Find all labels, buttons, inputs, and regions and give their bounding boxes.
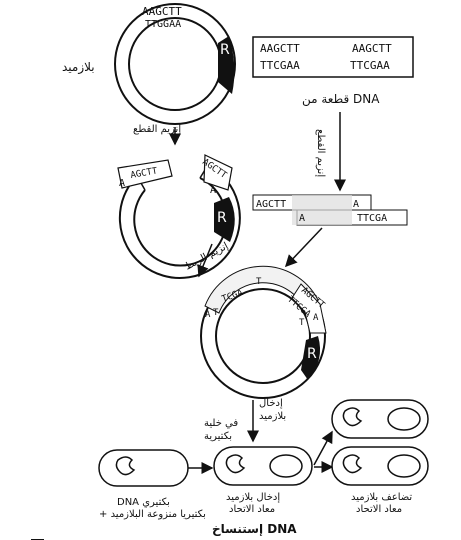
bacterium-empty-cell xyxy=(98,449,189,487)
fragment-right-top: AAGCTT xyxy=(352,42,392,55)
bacteria-label1: DNA بكتيري xyxy=(117,497,170,508)
insert-line3: في خلية xyxy=(204,418,238,429)
cut-plasmid-outer xyxy=(118,164,241,279)
bacterium-replicated-bottom: تضاعف بلازميد معاد الاتحاد xyxy=(331,446,429,515)
plasmid-inner-ring xyxy=(128,17,222,111)
fragment-left-bottom: TTCGAA xyxy=(260,59,300,72)
ligase-label: إنزيم الربط xyxy=(183,241,230,273)
recombinant-seq7: A xyxy=(313,313,319,323)
arrow-ligase-left xyxy=(197,243,213,278)
insert-line4: بكتيرية xyxy=(204,431,232,442)
plasmid-outer-ring xyxy=(114,3,236,125)
dna-fragment-box xyxy=(252,36,414,78)
recombinant-insert xyxy=(204,265,319,314)
dna-fragment: AAGCTT TTCGAA AAGCTT TTCGAA قطعة من DNA xyxy=(252,36,414,107)
replicated-top-cell xyxy=(331,399,429,439)
plasmid-resistance-gene xyxy=(218,36,235,94)
inserted-label2: معاد الاتحاد xyxy=(229,504,275,515)
insert-line1: إدخال xyxy=(259,398,283,409)
recombinant-seq4: T xyxy=(256,277,262,287)
cut-fragment-top-right: A xyxy=(353,199,359,210)
recombinant-seq2: A xyxy=(205,310,211,320)
replicate-label1: تضاعف بلازميد xyxy=(351,492,412,503)
plasmid-seq-bottom: TTGGAA xyxy=(145,19,181,30)
cut-end-left-a: A xyxy=(119,178,125,189)
recombinant-resistance-gene xyxy=(301,336,321,380)
cut-fragment-shade xyxy=(292,195,352,225)
cut-plasmid-resistance-gene xyxy=(214,197,235,242)
diagram-title: إستنساخ DNA xyxy=(212,522,297,536)
plasmid-seq-top: AAGCTT xyxy=(142,5,182,18)
dna-fragment-label: قطعة من DNA xyxy=(302,92,380,107)
cut-fragment-bottom-left: A xyxy=(299,213,305,224)
cut-end-left-seq: AGCTT xyxy=(130,166,159,181)
inserted-plasmid xyxy=(269,454,303,478)
recombinant-seq8: T xyxy=(299,318,305,328)
bacterial-dna-squiggle xyxy=(115,456,136,476)
replicate-label2: معاد الاتحاد xyxy=(356,504,402,515)
fragment-right-bottom: TTCGAA xyxy=(350,59,390,72)
inserted-label1: إدخال بلازميد xyxy=(226,492,280,503)
replicated-bottom-plasmid xyxy=(387,454,421,478)
recombinant-plasmid: TCGA A T T AGCTT TTCGA A T R xyxy=(200,265,327,399)
cut-plasmid-marker: R xyxy=(217,210,227,226)
replicated-bottom-cell xyxy=(331,446,429,486)
bacterium-empty: DNA بكتيري + بكتيريا منزوعة البلازميد xyxy=(98,449,206,520)
arrow-ligase-right xyxy=(284,227,323,268)
plasmid-marker: R xyxy=(220,42,230,58)
recombinant-marker: R xyxy=(307,346,317,362)
cut-fragment-top-left: AGCTT xyxy=(256,199,286,210)
cut-plasmid: A AGCTT AGCTT A R xyxy=(117,154,241,279)
plasmid: R AAGCTT TTGGAA بلازميد xyxy=(62,3,236,125)
cut-enzyme-right-label: إنزيم القطع xyxy=(315,129,326,177)
insert-line2: بلازميد xyxy=(259,411,286,422)
arrow-replicate-up xyxy=(313,430,333,466)
recombinant-seq3: T xyxy=(213,308,219,318)
cut-fragment: AGCTT A A TTCGA xyxy=(252,194,408,226)
plasmid-label: بلازميد xyxy=(62,60,95,75)
replicated-top-dna xyxy=(342,407,363,427)
bacterium-replicated-top xyxy=(331,399,429,439)
cut-end-right-a: A xyxy=(210,185,216,196)
recombinant-inner-ring xyxy=(215,288,311,384)
inserted-dna-squiggle xyxy=(225,454,246,474)
sticky-end-left xyxy=(117,159,173,189)
bacterium-inserted: إدخال بلازميد معاد الاتحاد xyxy=(213,446,313,515)
bacteria-label2: + بكتيريا منزوعة البلازميد xyxy=(99,509,206,520)
replicated-top-plasmid xyxy=(387,407,421,431)
bacterium-inserted-cell xyxy=(213,446,313,486)
cut-fragment-bottom-right: TTCGA xyxy=(357,213,387,224)
cut-enzyme-left-label: إنزيم القطع xyxy=(133,124,181,135)
replicated-bottom-dna xyxy=(342,454,363,474)
recombinant-junction-right xyxy=(291,283,327,334)
sticky-end-right xyxy=(203,154,233,191)
fragment-left-top: AAGCTT xyxy=(260,42,300,55)
